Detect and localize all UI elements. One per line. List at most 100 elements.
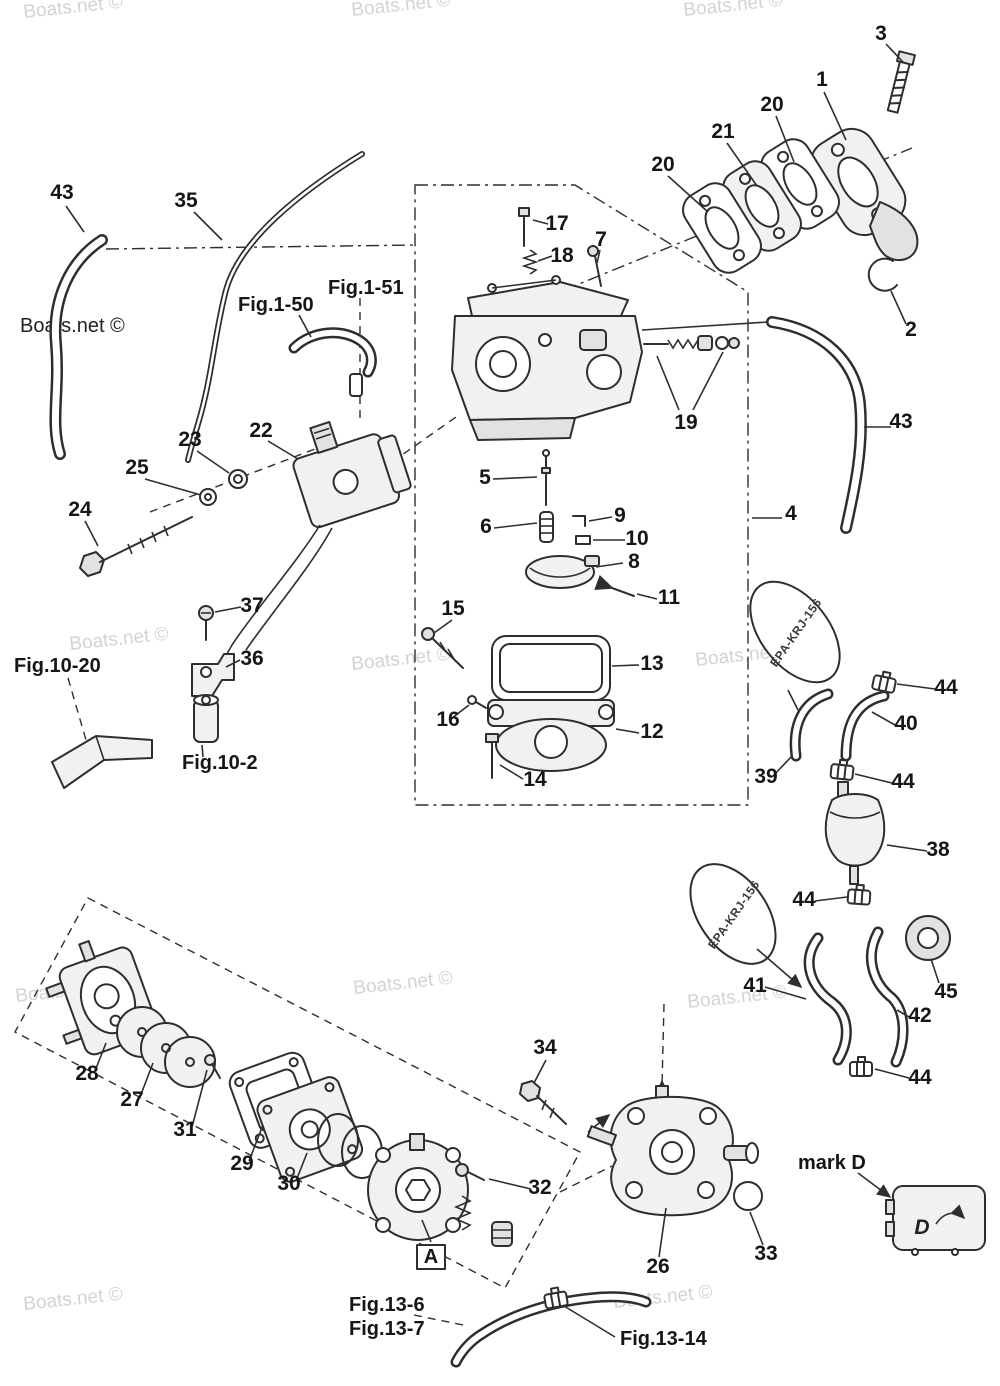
fig-13-6-label: Fig.13-6 xyxy=(349,1294,425,1316)
callout-43: 43 xyxy=(889,410,912,433)
callout-44: 44 xyxy=(792,888,816,911)
fig-1-51-label: Fig.1-51 xyxy=(328,277,404,299)
part-screw-14 xyxy=(485,733,499,779)
part-float-chamber-12 xyxy=(487,699,615,772)
part-bolt-3 xyxy=(886,50,916,114)
part-pin-16 xyxy=(467,695,487,709)
callout-22: 22 xyxy=(249,419,272,442)
part-grommet-45 xyxy=(905,915,951,961)
callout-11: 11 xyxy=(658,586,681,609)
callout-2: 2 xyxy=(905,318,917,341)
part-grommet-fig10-2 xyxy=(193,694,219,743)
part-hose-41 xyxy=(803,932,852,1066)
part-clip-10 xyxy=(575,535,591,545)
fig-10-2-label: Fig.10-2 xyxy=(182,752,258,774)
left-axis-line xyxy=(105,244,418,250)
callout-14: 14 xyxy=(523,768,547,791)
callout-44: 44 xyxy=(891,770,915,793)
watermark: Boats.net © xyxy=(68,624,169,655)
callout-9: 9 xyxy=(614,504,626,527)
watermark: Boats.net © xyxy=(350,0,451,21)
pump-axis-line xyxy=(661,1003,665,1087)
part-cover-30 xyxy=(256,1076,364,1183)
part-pump-housing-a xyxy=(367,1133,469,1241)
callout-27: 27 xyxy=(120,1088,143,1111)
callout-4: 4 xyxy=(785,502,797,525)
part-washer-25 xyxy=(199,488,217,506)
callout-34: 34 xyxy=(533,1036,557,1059)
part-screw-37 xyxy=(198,605,214,641)
callout-26: 26 xyxy=(646,1255,669,1278)
fig-1-50-label: Fig.1-50 xyxy=(238,294,314,316)
part-clamp-44-c xyxy=(846,883,872,906)
d-stamp: D xyxy=(914,1216,929,1239)
fig-13-14-label: Fig.13-14 xyxy=(620,1328,708,1350)
part-clamp-44-a xyxy=(870,668,899,695)
callout-labels: 3 1 20 21 20 17 18 7 2 43 35 43 19 4 22 … xyxy=(50,22,958,1278)
misc-labels: mark D A xyxy=(416,1152,866,1270)
callout-19: 19 xyxy=(674,411,697,434)
callout-40: 40 xyxy=(894,712,917,735)
part-fuel-filter-38 xyxy=(824,781,886,885)
callout-33: 33 xyxy=(754,1242,777,1265)
callout-30: 30 xyxy=(277,1172,300,1195)
callout-36: 36 xyxy=(240,647,263,670)
callout-18: 18 xyxy=(550,244,574,267)
carburetor-detail-box xyxy=(414,184,749,806)
mark-d-label: mark D xyxy=(798,1152,866,1174)
part-gasket-13 xyxy=(491,635,611,701)
callout-28: 28 xyxy=(75,1062,99,1085)
callout-35: 35 xyxy=(174,189,198,212)
part-clamp-bracket-36 xyxy=(191,653,235,697)
epa-sticker-1: EPA-KRJ-156 xyxy=(749,580,841,711)
callout-37: 37 xyxy=(240,594,263,617)
part-collar-23 xyxy=(228,469,248,489)
part-clamp-fig13-14 xyxy=(542,1285,570,1310)
callout-7: 7 xyxy=(595,228,607,251)
part-pin-11 xyxy=(594,575,635,597)
epa-sticker-2: EPA-KRJ-156 xyxy=(689,863,803,989)
part-fuel-pump-26 xyxy=(586,1079,759,1217)
callout-45: 45 xyxy=(934,980,958,1003)
watermark: Boats.net © xyxy=(682,0,783,21)
callout-5: 5 xyxy=(479,466,491,489)
part-circlip-2 xyxy=(867,257,898,292)
part-clamp-44-b xyxy=(829,757,856,782)
callout-21: 21 xyxy=(711,120,735,143)
fig-13-7-label: Fig.13-7 xyxy=(349,1318,425,1340)
part-hose-40 xyxy=(840,690,890,762)
part-plate-21 xyxy=(722,160,802,252)
callout-10: 10 xyxy=(625,527,648,550)
part-carburetor xyxy=(451,207,740,441)
leader-lines xyxy=(65,43,940,1338)
part-nozzle-6 xyxy=(539,511,554,543)
box-a-label: A xyxy=(424,1246,438,1268)
part-hose-39 xyxy=(789,688,834,762)
part-clip-9 xyxy=(572,515,586,527)
fig10-20-leader xyxy=(67,677,87,741)
fuel-pump-detail-box xyxy=(14,897,581,1289)
fig13-leader xyxy=(413,1314,469,1327)
part-tube-35 xyxy=(185,151,365,463)
callout-29: 29 xyxy=(230,1152,253,1175)
part-screw-15 xyxy=(421,627,464,669)
part-hose-43-right xyxy=(641,316,867,534)
fig-10-20-label: Fig.10-20 xyxy=(14,655,101,677)
callout-43: 43 xyxy=(50,181,73,204)
parts: EPA-KRJ-156 EPA-KRJ-156 xyxy=(45,50,986,1368)
part-bottom-hose xyxy=(450,1291,652,1368)
part-mark-d: D xyxy=(885,1185,986,1256)
watermark: Boats.net © xyxy=(686,982,787,1013)
part-diaphragms-27 xyxy=(116,1006,216,1088)
callout-24: 24 xyxy=(68,498,92,521)
callout-42: 42 xyxy=(908,1004,931,1027)
callout-31: 31 xyxy=(173,1118,197,1141)
part-float-8 xyxy=(525,555,600,589)
watermark: Boats.net © xyxy=(22,1284,123,1315)
callout-13: 13 xyxy=(640,652,663,675)
callout-23: 23 xyxy=(178,428,201,451)
callout-20: 20 xyxy=(651,153,674,176)
callout-44: 44 xyxy=(908,1066,932,1089)
part-bolt-34 xyxy=(519,1080,567,1125)
